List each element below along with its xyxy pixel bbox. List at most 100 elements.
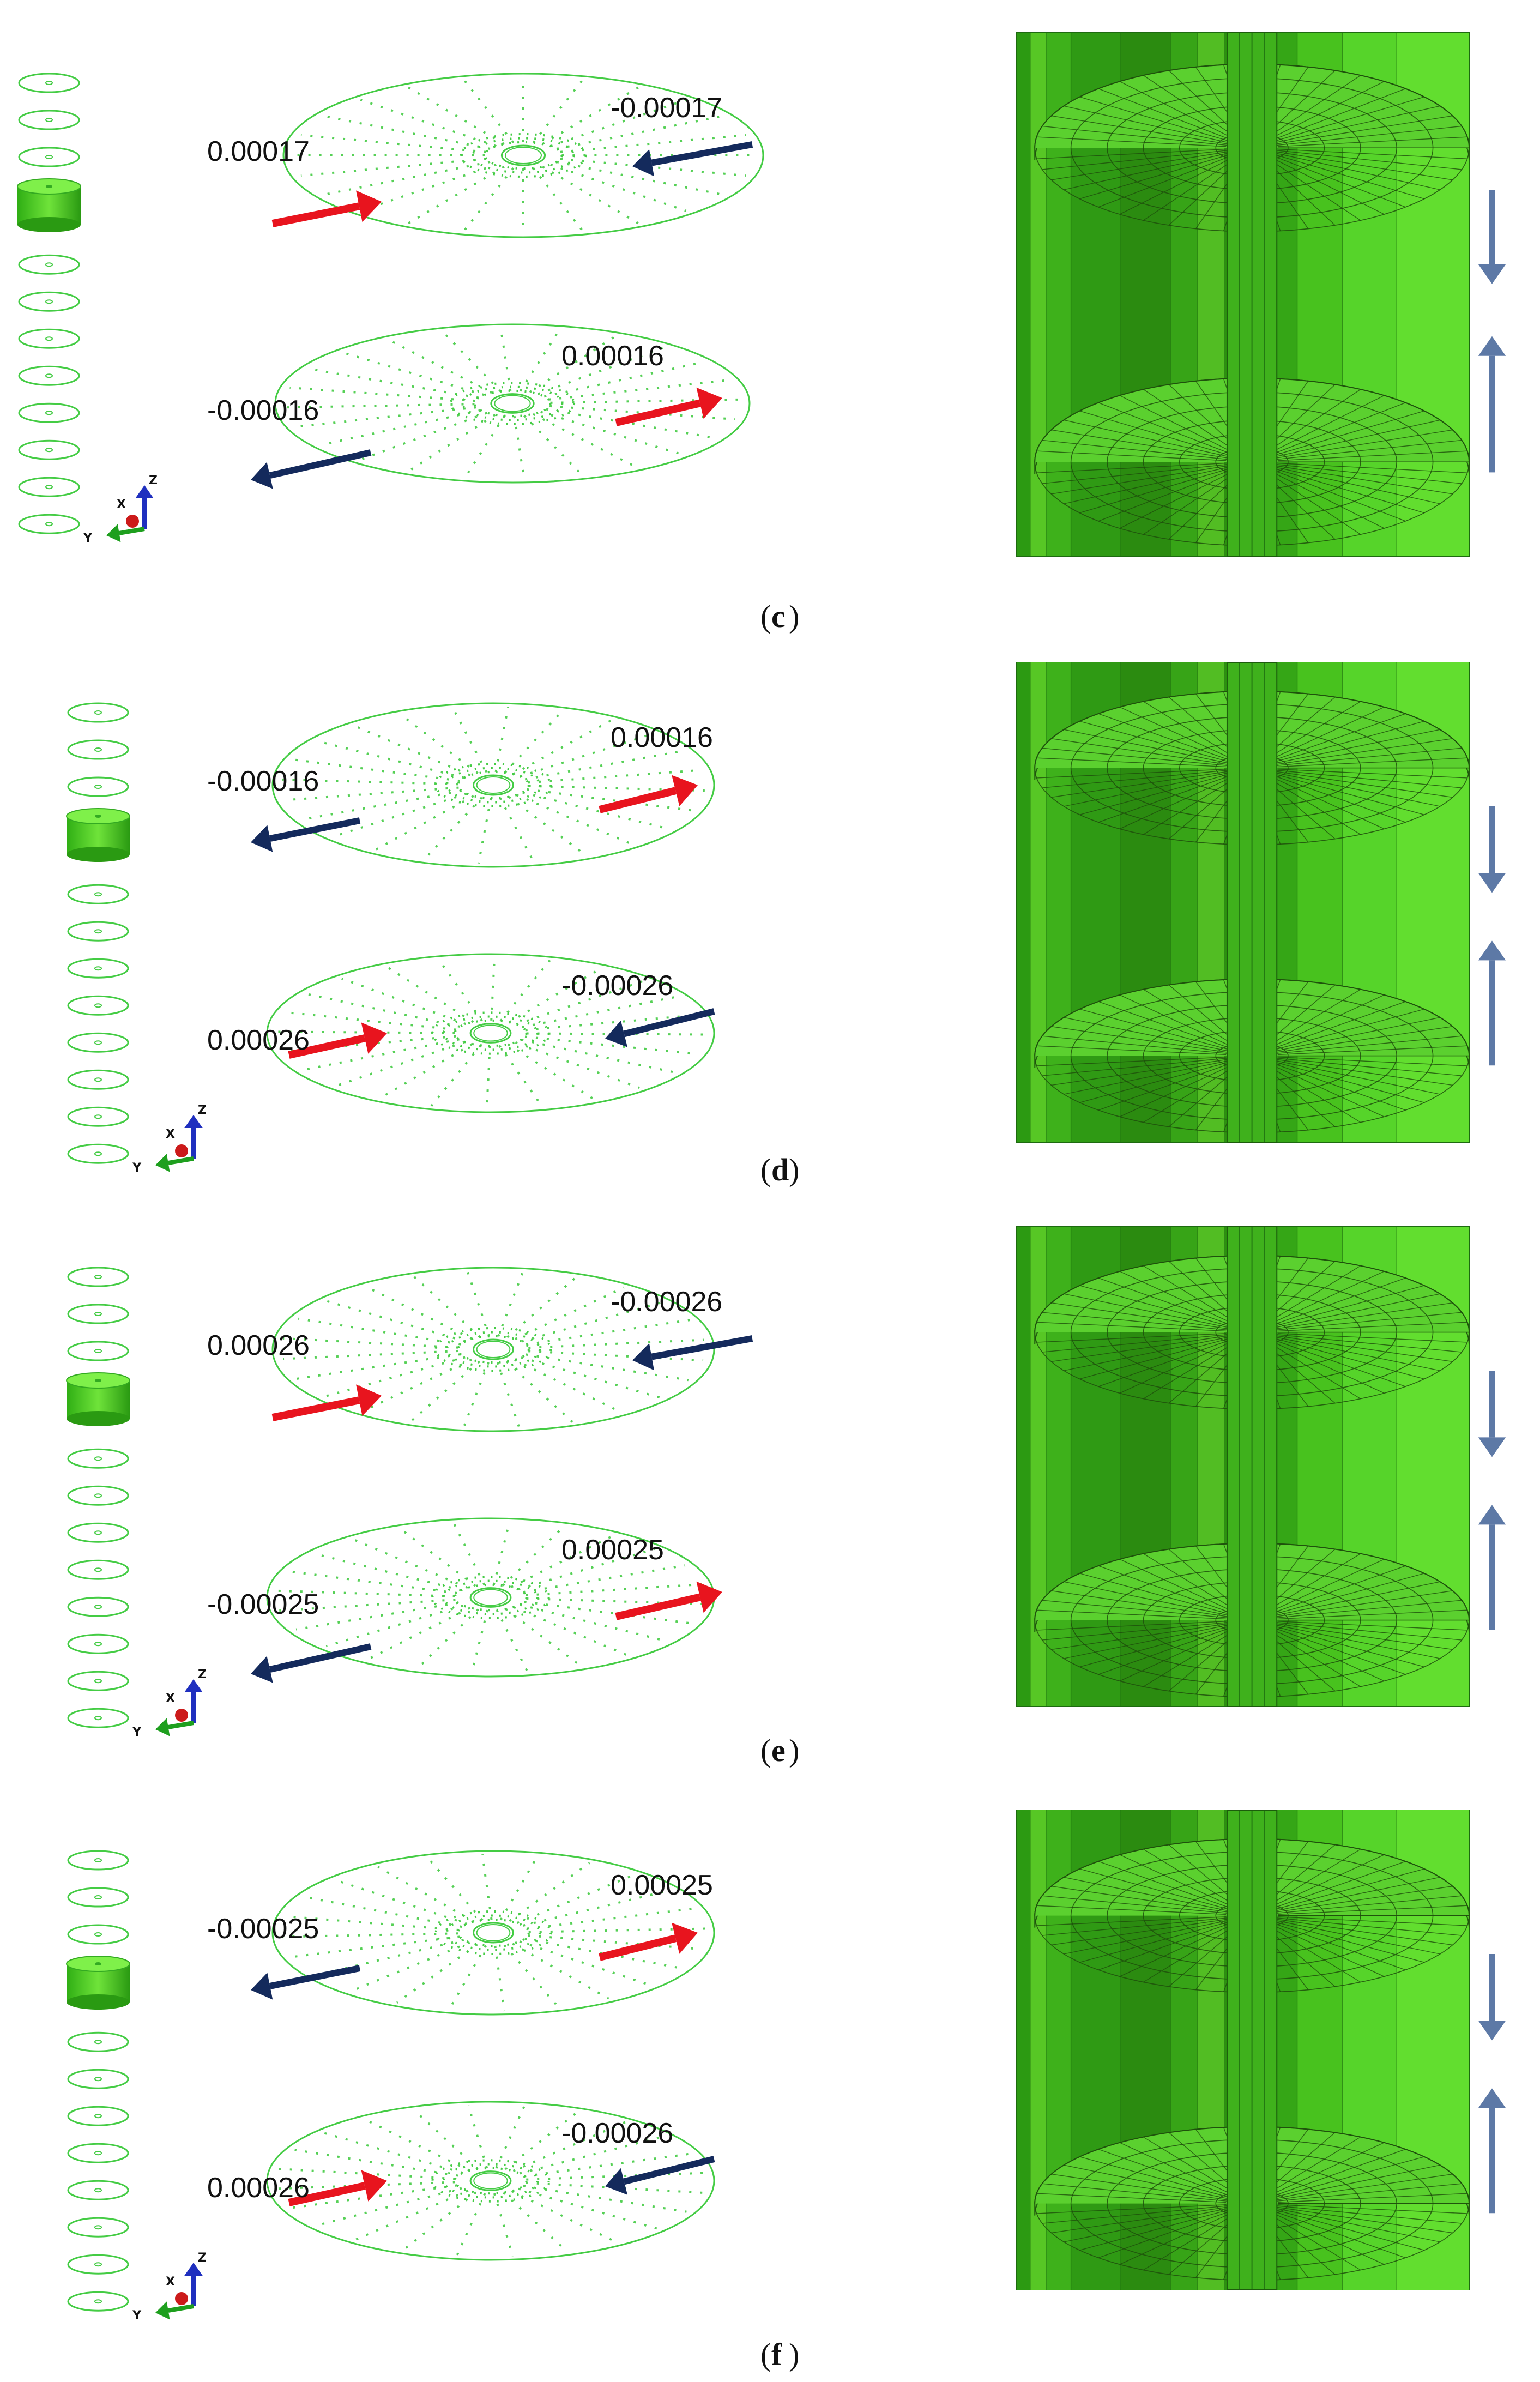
- disc-spoke: [359, 412, 488, 461]
- shaft-outline: [1226, 1810, 1278, 2290]
- mesh-render: [1016, 1226, 1470, 1707]
- arrow-shaft: [615, 399, 701, 426]
- blade-radial: [1079, 153, 1231, 200]
- disc-ring-dots: [484, 141, 563, 170]
- blade-radial: [1277, 1917, 1462, 1936]
- mini-disc-hole: [94, 1040, 102, 1045]
- blade-radial: [1064, 1920, 1230, 1955]
- blade-radial: [1277, 464, 1462, 484]
- mini-disc: [18, 477, 80, 497]
- blade-radial: [1119, 469, 1236, 529]
- disc-spoke: [522, 995, 679, 1028]
- mini-disc-hole: [94, 2114, 102, 2119]
- blade-radial: [1064, 2208, 1230, 2242]
- z-axis-label: Z: [198, 1668, 207, 1681]
- blade-radial: [1079, 1573, 1231, 1615]
- disc-spoke: [276, 1589, 455, 1597]
- panel-caption: (e): [760, 1733, 799, 1768]
- disc-ring-dots: [461, 385, 564, 421]
- blade-radial: [1277, 148, 1467, 159]
- arrow-head: [184, 1115, 203, 1128]
- blade-radial: [1119, 707, 1236, 761]
- blade-radial: [1272, 1061, 1424, 1103]
- disc-ring-dots: [431, 1576, 550, 1619]
- blade-radial: [1277, 1905, 1467, 1915]
- disc-spoke: [416, 1608, 479, 1670]
- blade-radial: [1277, 150, 1462, 170]
- value-bottom-right: -0.00026: [561, 2118, 673, 2149]
- blade-radial: [1064, 1060, 1230, 1095]
- blade-radial: [1079, 97, 1231, 142]
- blade-radial: [1270, 1861, 1406, 1910]
- blade-radial: [1277, 2193, 1467, 2203]
- blade-radial: [1270, 154, 1406, 208]
- disc-spoke: [452, 1522, 486, 1586]
- blade-radial: [1036, 1621, 1227, 1631]
- disc-ring-dots: [434, 763, 552, 807]
- blade-radial: [1143, 75, 1240, 140]
- caption-label: f: [771, 2337, 782, 2372]
- mini-disc: [18, 402, 80, 423]
- blade-radial: [1119, 2142, 1236, 2197]
- disc-spoke: [523, 1564, 686, 1594]
- y-axis-label: Y: [83, 532, 93, 545]
- disc-spoke: [402, 2191, 477, 2251]
- blade-radial: [1042, 747, 1227, 766]
- blade-radial: [1274, 2164, 1440, 2199]
- cylinder-hole: [95, 815, 101, 818]
- axis-triad: ZXY: [132, 1103, 207, 1175]
- blade-radial: [1276, 2206, 1453, 2234]
- disc-hole: [473, 774, 514, 796]
- blade-radial: [1119, 1922, 1236, 1977]
- blade-radial: [1042, 1895, 1227, 1914]
- blade-radial: [1274, 466, 1440, 504]
- blade-radial: [1277, 450, 1467, 461]
- blade-radial: [1079, 1337, 1231, 1379]
- disc-spoke: [430, 1045, 482, 1107]
- x-axis-label: X: [166, 1692, 175, 1705]
- disc-ring-dots: [473, 389, 552, 418]
- disc-spoke: [407, 166, 505, 225]
- blade-radial: [1276, 1059, 1453, 1086]
- blade-radial: [1079, 721, 1231, 763]
- mini-disc-hole: [94, 785, 102, 789]
- blade-radial: [1274, 772, 1440, 807]
- arrow-head: [251, 1973, 273, 2000]
- arrow-head: [1478, 873, 1506, 893]
- blade-radial: [1098, 1565, 1234, 1614]
- disc-spoke: [508, 967, 602, 1023]
- arrow-top-right: [599, 1922, 698, 1961]
- disc-ring-dots: [442, 2163, 539, 2199]
- blade-radial: [1098, 774, 1234, 823]
- arrow-head: [251, 825, 273, 852]
- disc-spoke: [507, 1043, 595, 1101]
- mini-disc-hole: [94, 1932, 102, 1937]
- blade-radial: [1277, 2205, 1462, 2224]
- blade-radial: [1277, 1895, 1462, 1914]
- axis-triad: ZXY: [83, 474, 158, 545]
- x-axis-label: X: [166, 2275, 175, 2289]
- disc-spoke: [463, 167, 515, 232]
- mini-disc: [67, 1069, 129, 1090]
- blade-radial: [1277, 1058, 1462, 1076]
- mini-disc: [18, 514, 80, 534]
- y-axis-label: Y: [132, 1161, 142, 1175]
- blade-radial: [1277, 1334, 1462, 1353]
- blade-radial: [1267, 775, 1385, 829]
- disc-ring-dots: [434, 1327, 552, 1372]
- blade-radial: [1272, 1625, 1424, 1667]
- blade-radial: [1270, 2209, 1406, 2258]
- arrow-shaft: [271, 202, 360, 227]
- cylinder-icon: [17, 178, 81, 232]
- mini-disc: [67, 739, 129, 760]
- disc-ring-dots: [445, 1914, 541, 1951]
- disc-hole-inner: [494, 395, 531, 412]
- y-axis-arrow: [155, 1718, 194, 1736]
- blade-radial: [1064, 152, 1230, 190]
- blade-radial: [1042, 1312, 1227, 1330]
- mini-disc: [67, 1304, 129, 1324]
- blade-radial: [1042, 464, 1227, 484]
- disc-spoke: [521, 1356, 661, 1399]
- disc-spoke: [438, 958, 483, 1022]
